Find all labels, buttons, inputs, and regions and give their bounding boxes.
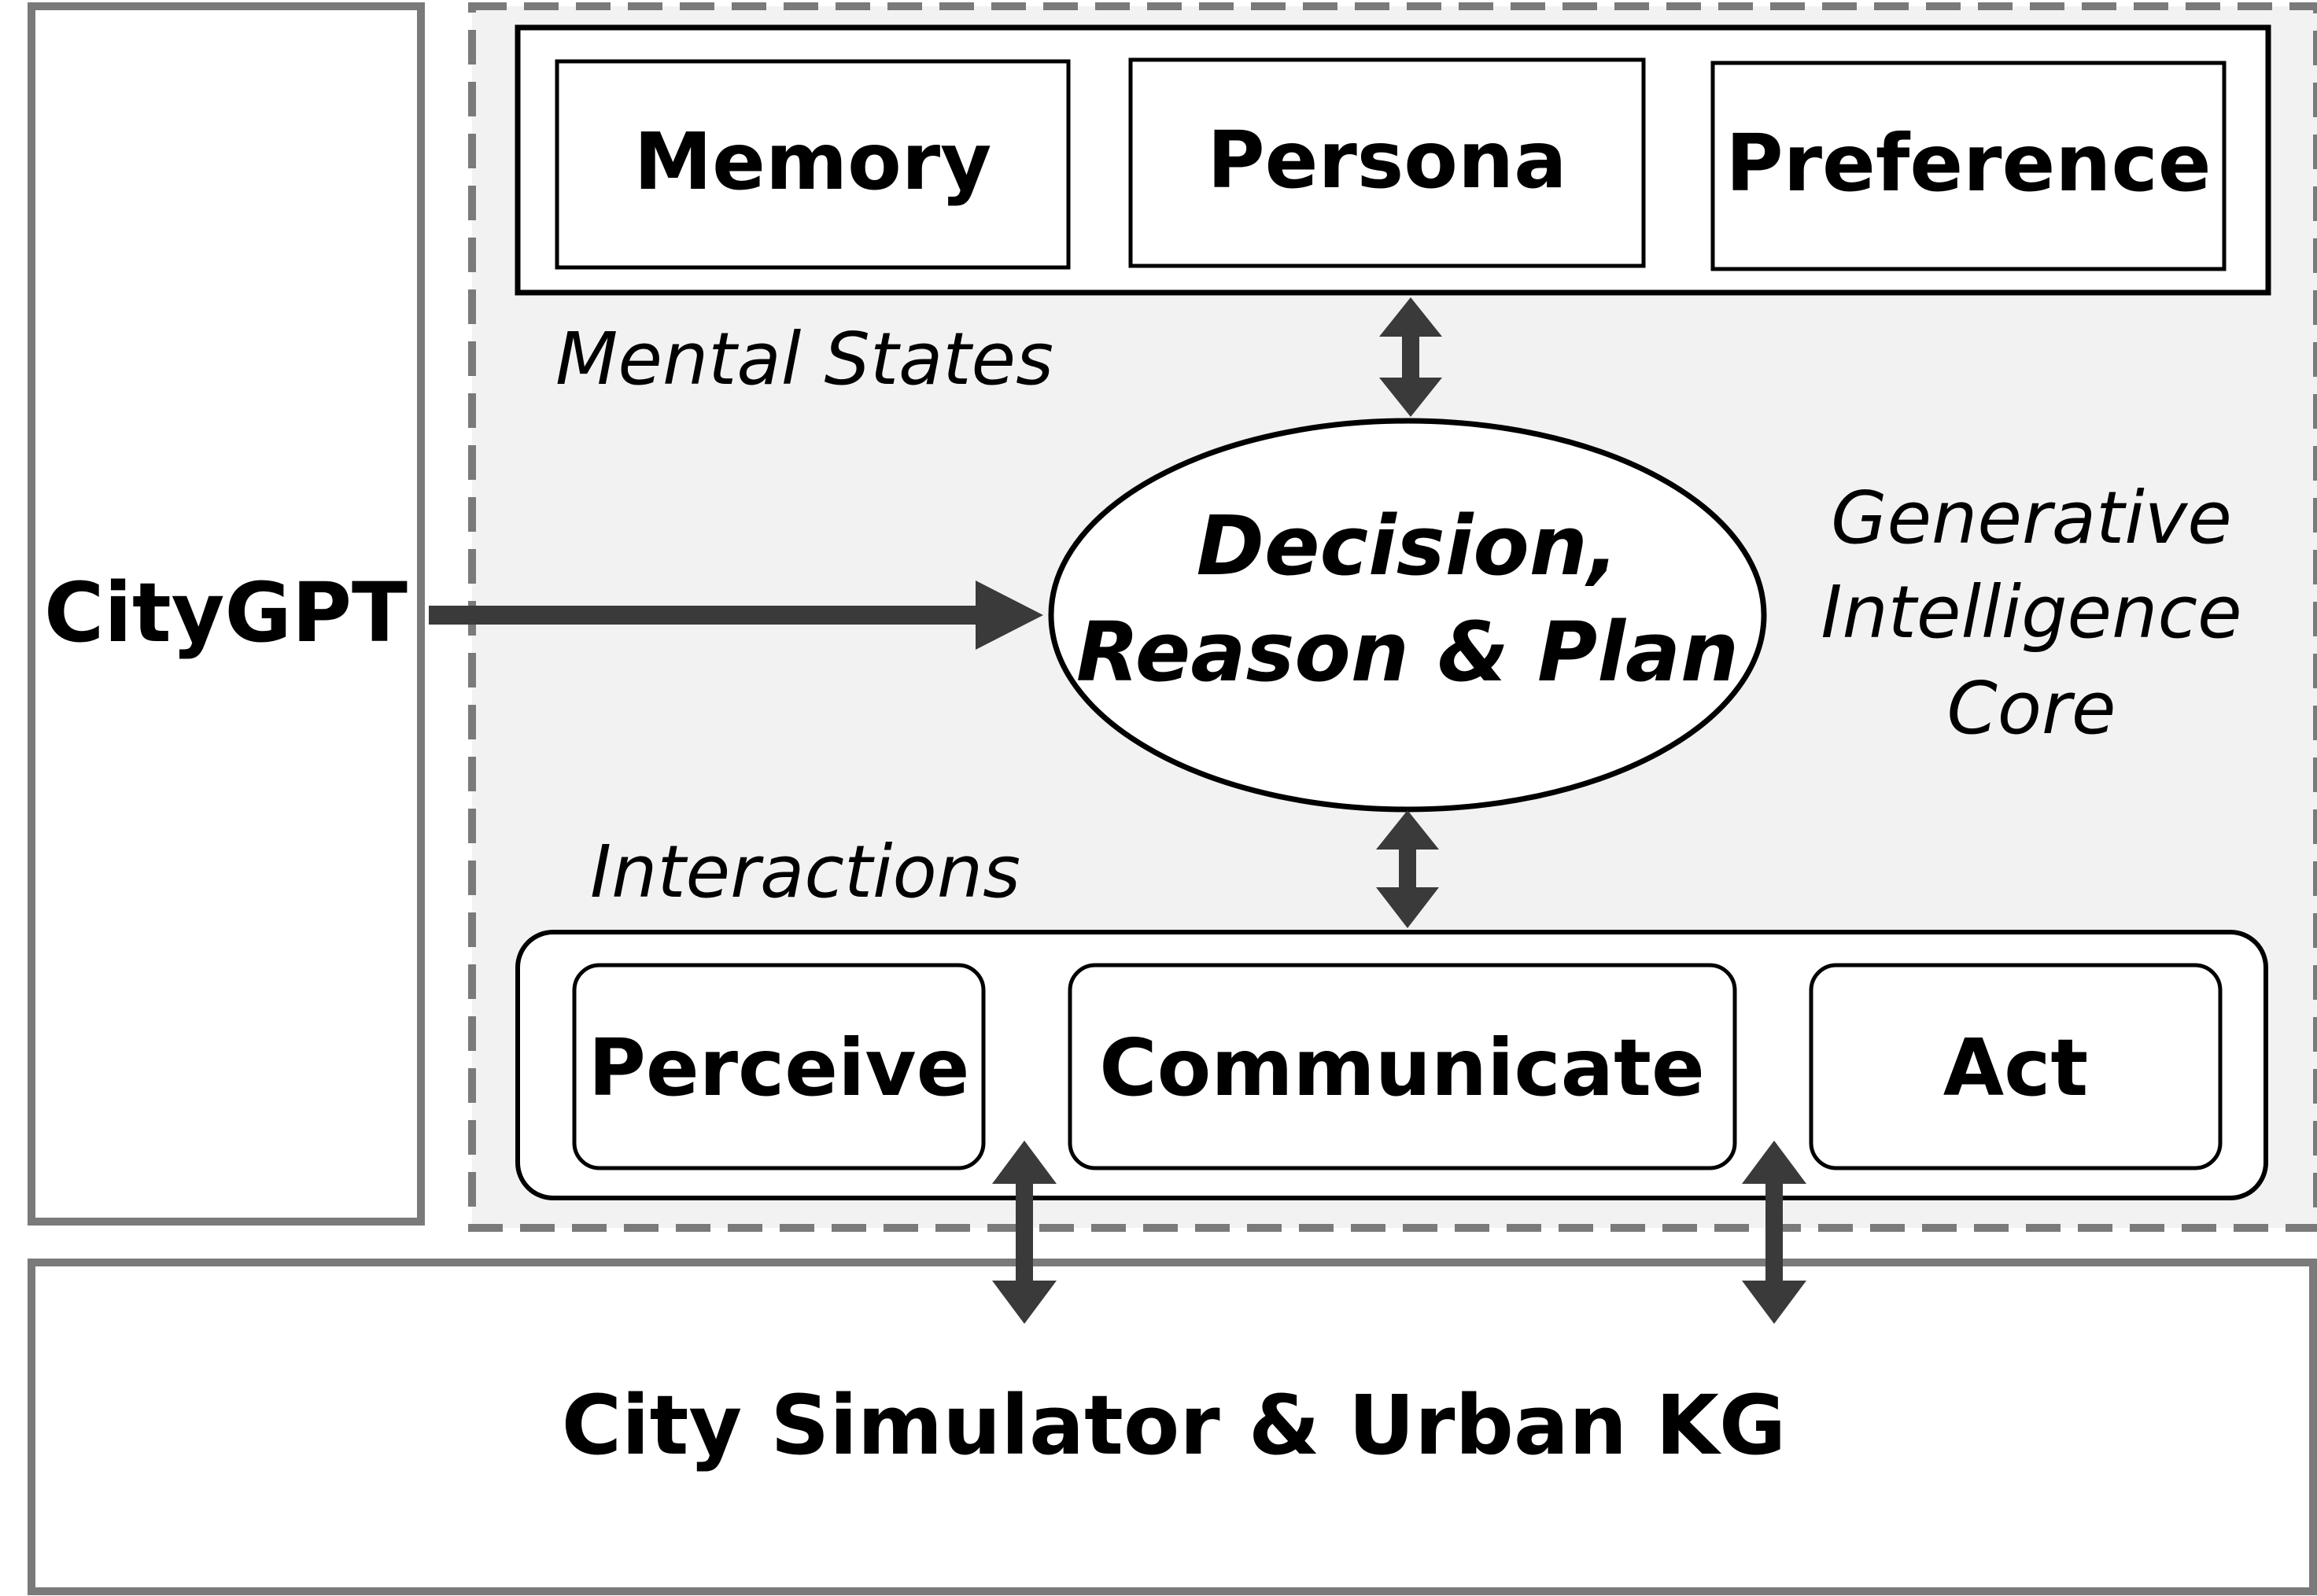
memory-box: [555, 59, 1071, 270]
decision-interactions-arrow: [1376, 810, 1439, 928]
decision-line-2: Reason & Plan: [1076, 604, 1739, 700]
core-caption-line-3: Core: [1947, 666, 2116, 750]
act-box: [1809, 963, 2223, 1170]
preference-box: [1710, 61, 2227, 271]
city-simulator-panel: [28, 1259, 2317, 1595]
persona-label: Persona: [1207, 114, 1566, 206]
mental-decision-arrow: [1379, 297, 1442, 417]
act-simulator-arrow: [1742, 1141, 1806, 1324]
perceive-simulator-arrow: [992, 1141, 1057, 1324]
core-caption-line-1: Generative: [1831, 476, 2232, 560]
citygpt-panel: [28, 2, 425, 1226]
preference-label: Preference: [1725, 117, 2211, 209]
act-label: Act: [1943, 1022, 2088, 1114]
decision-ellipse: [1048, 418, 1767, 813]
communicate-label: Communicate: [1099, 1022, 1705, 1114]
citygpt-decision-arrowhead: [976, 581, 1043, 650]
core-caption-line-2: Intelligence: [1821, 570, 2241, 654]
citygpt-decision-arrow-shaft: [429, 606, 980, 625]
decision-line-1: Decision,: [1197, 498, 1619, 594]
city-simulator-label: City Simulator & Urban KG: [562, 1377, 1787, 1473]
mental-states-caption: Mental States: [555, 317, 1053, 401]
communicate-box: [1068, 963, 1737, 1170]
memory-label: Memory: [634, 116, 992, 208]
perceive-box: [572, 963, 986, 1170]
citygpt-label: CityGPT: [44, 565, 408, 661]
interactions-caption: Interactions: [590, 830, 1020, 914]
perceive-label: Perceive: [588, 1022, 970, 1114]
persona-box: [1128, 57, 1646, 268]
